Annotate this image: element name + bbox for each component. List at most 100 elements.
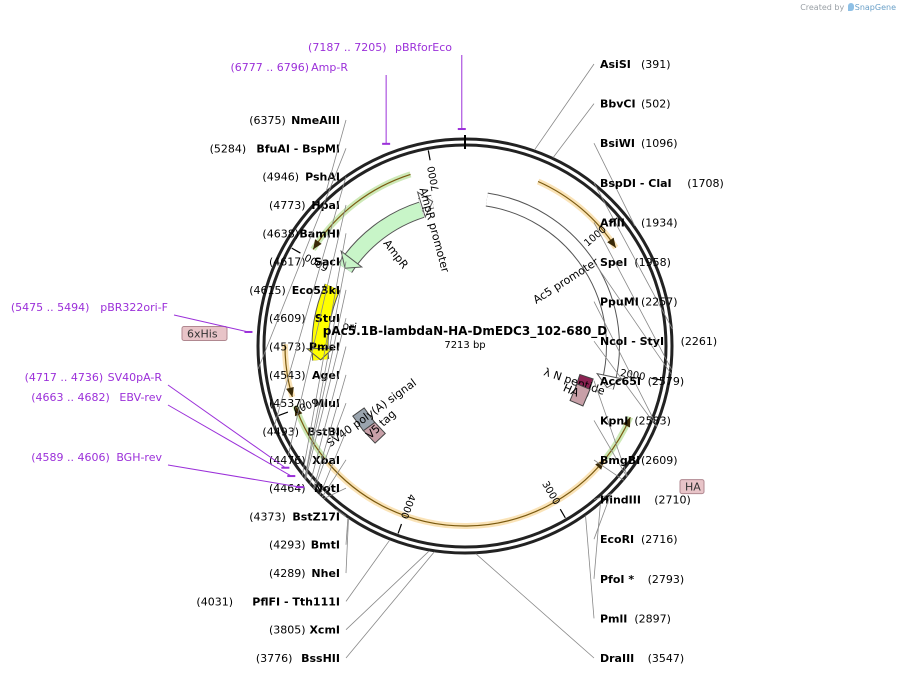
site-leader [273, 176, 347, 428]
site-position: (4373) [249, 510, 286, 523]
site-stui[interactable]: StuI [315, 312, 340, 325]
site-bstz17i[interactable]: BstZ17I [292, 510, 340, 523]
badge-ha: HA [679, 479, 705, 495]
site-ncoi-styi[interactable]: NcoI - StyI [600, 335, 664, 348]
site-position: (2583) [634, 414, 671, 427]
site-leader [593, 503, 601, 579]
svg-text:HA: HA [685, 481, 701, 494]
svg-text:6xHis: 6xHis [187, 328, 218, 341]
site-xcmi[interactable]: XcmI [309, 624, 340, 637]
site-hindiii[interactable]: HindIII [600, 494, 641, 507]
orf-arrow [622, 417, 631, 428]
site-leader [593, 493, 612, 500]
site-pfoi[interactable]: PfoI * [600, 573, 634, 586]
site-bamhi[interactable]: BamHI [299, 227, 340, 240]
site-position: (4773) [269, 199, 306, 212]
site-spei[interactable]: SpeI [600, 256, 627, 269]
site-bspdi-clai[interactable]: BspDI - ClaI [600, 177, 672, 190]
site-position: (4617) [269, 256, 306, 269]
site-ecori[interactable]: EcoRI [600, 533, 634, 546]
primer-leader [167, 464, 301, 488]
svg-text:SV40pA-R: SV40pA-R [108, 371, 163, 384]
primer-bgh-rev[interactable]: (4589 .. 4606)BGH-rev [31, 451, 162, 464]
site-asisi[interactable]: AsiSI [600, 58, 631, 71]
site-leader [593, 420, 628, 477]
snapgene-logo-icon [847, 3, 854, 11]
site-position: (2716) [641, 533, 678, 546]
primer-pbr322ori-f[interactable]: (5475 .. 5494)pBR322ori-F [11, 301, 168, 314]
site-noti[interactable]: NotI [314, 482, 340, 495]
tick-mark [651, 377, 662, 381]
site-pflfi-tth111i[interactable]: PflFI - Tth111I [252, 595, 340, 608]
site-kpni[interactable]: KpnI [600, 414, 628, 427]
site-leader [335, 509, 347, 517]
svg-text:EBV-rev: EBV-rev [119, 391, 162, 404]
feature-arrowhead [595, 372, 625, 389]
site-nhei[interactable]: NheI [311, 567, 340, 580]
site-leader [593, 143, 636, 226]
credit-line: Created by SnapGene [800, 3, 896, 12]
feature-arrowhead [340, 249, 364, 269]
site-position: (2710) [654, 494, 691, 507]
site-leader [475, 553, 595, 659]
site-acc65i[interactable]: Acc65I [600, 375, 641, 388]
svg-text:pBRforEco: pBRforEco [395, 41, 452, 54]
svg-text:BGH-rev: BGH-rev [116, 451, 162, 464]
site-leader [552, 103, 595, 158]
site-leader [585, 515, 595, 619]
site-leader [287, 204, 347, 456]
site-position: (5284) [210, 142, 247, 155]
site-position: (4293) [269, 539, 306, 552]
site-ppumi[interactable]: PpuMI [600, 296, 639, 309]
site-position: (2897) [634, 612, 671, 625]
site-position: (1096) [641, 137, 678, 150]
site-bfuai-bspmi[interactable]: BfuAI - BspMI [256, 142, 340, 155]
site-position: (2793) [648, 573, 685, 586]
site-hpai[interactable]: HpaI [311, 199, 340, 212]
tick-mark [427, 150, 431, 161]
primer-sv40pa-r[interactable]: (4717 .. 4736)SV40pA-R [25, 371, 163, 384]
site-leader [319, 431, 347, 496]
feature-label: ori [341, 319, 357, 334]
site-position: (4537) [269, 397, 306, 410]
site-bsiwi[interactable]: BsiWI [600, 137, 635, 150]
plasmid-name: pAc5.1B-lambdaN-HA-DmEDC3_102-680_D [323, 324, 608, 339]
site-position: (391) [641, 58, 671, 71]
svg-text:(6777 .. 6796): (6777 .. 6796) [230, 61, 309, 74]
primer-ebv-rev[interactable]: (4663 .. 4682)EBV-rev [31, 391, 162, 404]
site-leader [345, 518, 349, 574]
site-leader [304, 289, 347, 479]
site-position: (1708) [687, 177, 724, 190]
site-agei[interactable]: AgeI [312, 369, 340, 382]
orf-arrow [313, 239, 322, 250]
primer-leader [167, 404, 292, 477]
site-position: (4946) [262, 171, 299, 184]
site-bbvci[interactable]: BbvCI [600, 98, 636, 111]
primer-amp-r[interactable]: (6777 .. 6796)Amp-R [230, 61, 348, 74]
site-pmli[interactable]: PmlI [600, 612, 627, 625]
site-saci[interactable]: SacI [314, 256, 340, 269]
site-leader [593, 340, 658, 427]
site-bmgbi[interactable]: BmgBI [600, 454, 640, 467]
site-eco53ki[interactable]: Eco53kI [292, 284, 340, 297]
site-aflii[interactable]: AflII [600, 216, 625, 229]
site-bsshii[interactable]: BssHII [301, 652, 340, 665]
primer-leader [173, 314, 249, 333]
site-bmti[interactable]: BmtI [311, 539, 340, 552]
site-pmei[interactable]: PmeI [309, 341, 340, 354]
site-mlui[interactable]: MluI [313, 397, 340, 410]
feature-arrowhead [416, 190, 434, 219]
site-leader [313, 374, 347, 489]
site-leader [593, 182, 673, 329]
site-nmeaiii[interactable]: NmeAIII [291, 114, 340, 127]
site-position: (4573) [269, 341, 306, 354]
site-position: (3776) [256, 652, 293, 665]
tick-mark [291, 247, 301, 254]
site-position: (2261) [681, 335, 718, 348]
orf-arc [537, 180, 617, 249]
primer-pbrforeco[interactable]: (7187 .. 7205)pBRforEco [308, 41, 452, 54]
feature-label: AmpR [381, 237, 411, 271]
tick-mark [397, 523, 403, 534]
site-draiii[interactable]: DraIII [600, 652, 634, 665]
